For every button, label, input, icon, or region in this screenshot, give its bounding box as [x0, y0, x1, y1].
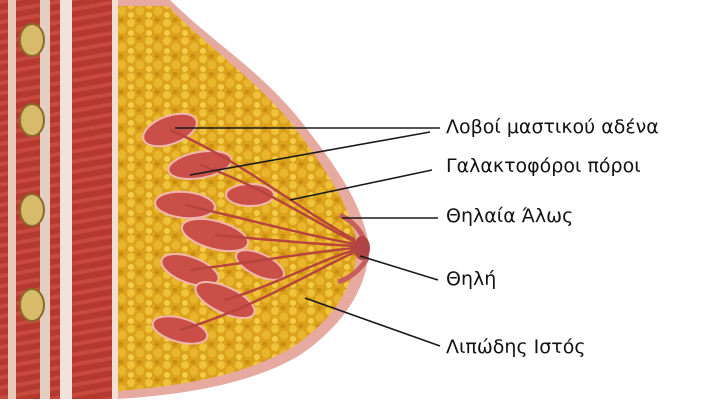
label-milk-ducts: Γαλακτοφόροι πόροι	[446, 157, 641, 176]
chest-wall	[0, 0, 118, 399]
label-areola: Θηλαία Άλως	[446, 207, 573, 226]
label-mammary-lobes: Λοβοί μαστικού αδένα	[446, 118, 659, 137]
leader-line-nipple	[360, 256, 438, 280]
label-fatty-tissue: Λιπώδης Ιστός	[446, 338, 586, 357]
label-nipple: Θηλή	[446, 270, 496, 289]
